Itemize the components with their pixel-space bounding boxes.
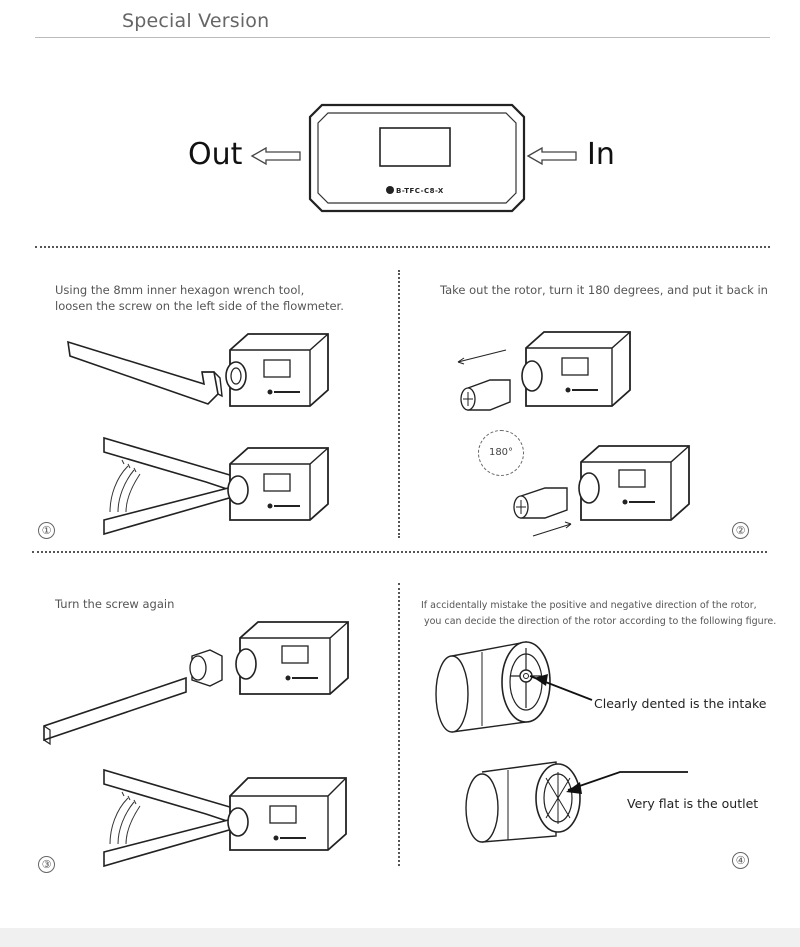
step3-caption: Turn the screw again bbox=[55, 597, 175, 611]
step1-number: ① bbox=[38, 522, 55, 539]
step3-screw-in-illustration bbox=[43, 621, 349, 746]
rotation-180-badge: 180° bbox=[478, 430, 524, 476]
step4-caption-line1: If accidentally mistake the positive and… bbox=[421, 600, 757, 611]
step1-caption-line2: loosen the screw on the left side of the… bbox=[55, 299, 344, 313]
step2-rotor-in-illustration bbox=[513, 445, 690, 537]
section-divider-top bbox=[35, 246, 770, 248]
page-title: Special Version bbox=[122, 10, 270, 32]
flowmeter-front-illustration bbox=[308, 103, 526, 213]
step2-number: ② bbox=[732, 522, 749, 539]
section-divider-middle bbox=[32, 551, 767, 553]
step2-rotor-out-illustration bbox=[457, 331, 631, 411]
device-brand-text: B-TFC-C8-X bbox=[396, 187, 444, 195]
outlet-callout: Very flat is the outlet bbox=[627, 796, 759, 811]
footer-bar bbox=[0, 928, 800, 947]
step4-number: ④ bbox=[732, 852, 749, 869]
step-divider-upper bbox=[398, 270, 400, 538]
in-arrow-icon bbox=[526, 146, 577, 166]
step1-wrench-turn-illustration bbox=[103, 436, 329, 536]
intake-callout: Clearly dented is the intake bbox=[594, 696, 767, 711]
step1-caption-line1: Using the 8mm inner hexagon wrench tool, bbox=[55, 283, 305, 297]
rotor-intake-side-illustration bbox=[435, 641, 593, 733]
rotor-outlet-side-illustration bbox=[465, 761, 688, 843]
step3-number: ③ bbox=[38, 856, 55, 873]
step1-wrench-insert-illustration bbox=[67, 333, 329, 407]
step3-wrench-turn-illustration bbox=[103, 768, 347, 868]
in-label: In bbox=[587, 137, 615, 172]
out-arrow-icon bbox=[250, 146, 301, 166]
out-label: Out bbox=[188, 137, 243, 172]
step4-caption-line2: you can decide the direction of the roto… bbox=[424, 616, 777, 627]
step-divider-lower bbox=[398, 583, 400, 866]
header-divider bbox=[35, 37, 770, 38]
step2-caption: Take out the rotor, turn it 180 degrees,… bbox=[440, 283, 768, 297]
